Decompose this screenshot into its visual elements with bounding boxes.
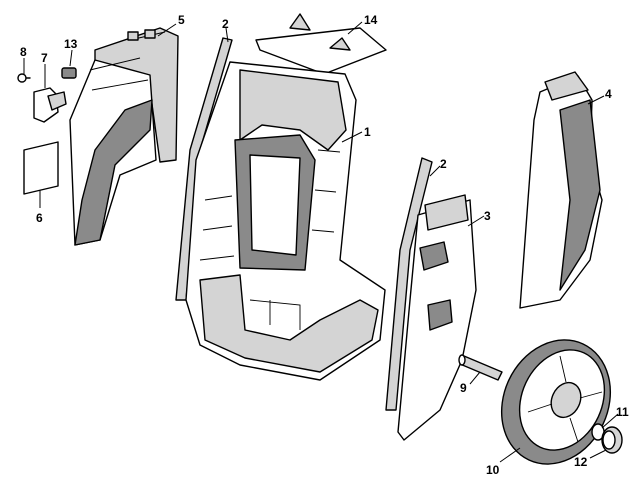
callout-9: 9: [460, 381, 467, 395]
part-3-side-cover: [397, 194, 477, 441]
part-10-wheel: [500, 339, 612, 465]
callout-2-right: 2: [440, 157, 447, 171]
callout-11: 11: [616, 405, 629, 419]
part-7-clip: [33, 87, 67, 123]
part-8-screw: [17, 73, 31, 83]
part-1-main-housing: [185, 61, 386, 381]
callout-10: 10: [486, 463, 500, 477]
callout-1: 1: [364, 125, 371, 139]
callout-labels: 5 2 14 1 2 3 4 8 7 13 6 9 10 11 12: [20, 13, 629, 477]
callout-4: 4: [605, 87, 612, 101]
callout-7: 7: [41, 51, 48, 65]
part-9-axle: [458, 354, 503, 381]
part-13-nut: [61, 67, 77, 79]
callout-13: 13: [64, 37, 78, 51]
callout-12: 12: [574, 455, 588, 469]
part-12-hub-cap: [601, 426, 623, 454]
callout-3: 3: [484, 209, 491, 223]
part-6-label: [23, 141, 59, 195]
callout-5: 5: [178, 13, 185, 27]
callout-6: 6: [36, 211, 43, 225]
callout-8: 8: [20, 45, 27, 59]
part-4-outer-cover: [519, 71, 603, 309]
leader-lines: [23, 21, 619, 463]
callout-2-left: 2: [222, 17, 229, 31]
part-5-side-cover: [69, 27, 179, 246]
callout-14: 14: [364, 13, 378, 27]
part-14-top-cover: [255, 13, 387, 75]
part-2-strip-right: [385, 157, 433, 411]
